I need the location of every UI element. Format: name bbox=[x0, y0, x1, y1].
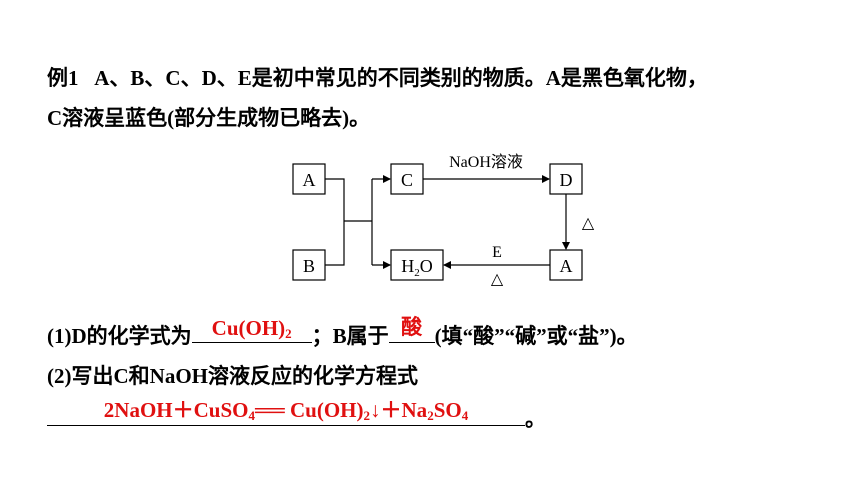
question-1: (1)D的化学式为 Cu(OH)2 ；B属于酸 (填“酸”“碱”或“盐”)。 bbox=[47, 315, 638, 350]
problem-stem-text1: A、B、C、D、E是初中常见的不同类别的物质。A是黑色氧化物， bbox=[94, 66, 708, 90]
problem-label: 例1 bbox=[47, 66, 79, 90]
question-2-answer-line: 2NaOH＋CuSO4══ Cu(OH)2↓＋Na2SO4 。 bbox=[47, 398, 546, 433]
q1-middle: ；B属于 bbox=[311, 324, 389, 348]
q1-blank-1: Cu(OH)2 bbox=[191, 316, 312, 343]
node-a2-label: A bbox=[560, 256, 573, 276]
connector-a1 bbox=[325, 178, 345, 221]
q1-prefix: (1)D的化学式为 bbox=[47, 324, 192, 348]
q2-equation: 2NaOH＋CuSO4══ Cu(OH)2↓＋Na2SO4 bbox=[103, 398, 469, 423]
q1-answer-formula: Cu(OH)2 bbox=[211, 316, 292, 341]
problem-stem-line1: 例1 A、B、C、D、E是初中常见的不同类别的物质。A是黑色氧化物， bbox=[47, 62, 708, 92]
edge-label-naoh: NaOH溶液 bbox=[449, 153, 523, 171]
edge-label-heat-2: △ bbox=[491, 271, 504, 288]
problem-stem-text2: C溶液呈蓝色(部分生成物已略去)。 bbox=[47, 106, 371, 130]
node-a1-label: A bbox=[303, 170, 316, 190]
problem-stem-line2: C溶液呈蓝色(部分生成物已略去)。 bbox=[47, 102, 370, 132]
q1-blank-2: 酸 bbox=[388, 315, 435, 343]
node-d-label: D bbox=[560, 170, 573, 190]
q1-answer-category: 酸 bbox=[401, 315, 423, 339]
q2-prompt: (2)写出C和NaOH溶液反应的化学方程式 bbox=[47, 364, 418, 388]
node-c-label: C bbox=[401, 170, 413, 190]
q2-end: 。 bbox=[525, 407, 546, 431]
q2-blank: 2NaOH＋CuSO4══ Cu(OH)2↓＋Na2SO4 bbox=[47, 398, 525, 426]
connector-b bbox=[325, 221, 345, 266]
edge-label-heat-1: △ bbox=[582, 215, 595, 232]
q1-suffix: (填“酸”“碱”或“盐”)。 bbox=[434, 324, 638, 348]
node-h2o-label: H2O bbox=[401, 256, 433, 279]
node-b-label: B bbox=[303, 256, 315, 276]
question-2-prompt: (2)写出C和NaOH溶液反应的化学方程式 bbox=[47, 360, 418, 390]
reaction-diagram: A B C D A H2O NaOH溶液 △ E △ bbox=[292, 153, 595, 288]
edge-label-e: E bbox=[492, 244, 502, 261]
